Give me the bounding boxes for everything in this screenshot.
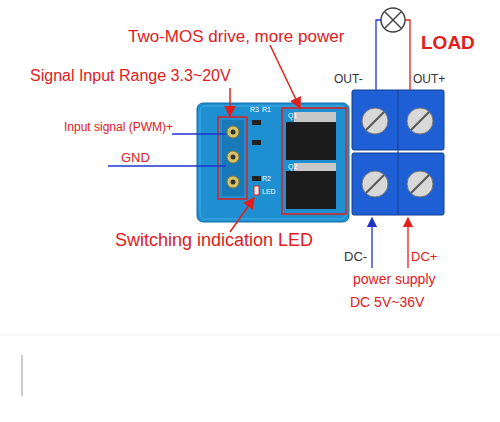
cursor-line [22,355,23,396]
supply-voltage: DC 5V~36V [350,295,424,309]
pin-area [222,120,244,196]
terminal-name: OUT- [334,73,363,85]
pin-name: Input signal (PWM)+ [64,121,173,133]
load-wire [405,20,410,90]
callout-arrow [230,198,254,232]
terminal-screw [362,108,388,134]
mosfet-body [286,171,336,209]
resistor-part [252,176,261,181]
supply-arrow [371,218,372,268]
input-range-callout: Signal Input Range 3.3~20V [30,68,231,84]
pin-hole [227,151,239,163]
pcb-board [197,103,349,222]
part-name: Q2 [288,163,297,170]
callout-arrow [270,45,300,108]
mosfet-highlight [282,108,346,214]
part-name: R1 [262,106,271,113]
pin-highlight [218,117,247,199]
mosfet-body [286,122,336,160]
pcb-edge [200,106,346,219]
feature-callout: Two-MOS drive, more power [128,28,344,45]
terminal-screw [407,171,433,197]
pin-name: GND [121,151,150,164]
resistor-part [252,140,261,145]
load-wire [376,20,381,90]
terminal-screw [362,171,388,197]
leader-line [108,165,226,166]
frame-line [0,335,500,336]
led-callout: Switching indication LED [115,231,313,249]
supply-note: power supply [353,272,436,286]
led-part [254,186,259,195]
lamp-symbol [381,8,405,32]
terminal-name: DC+ [411,250,437,263]
pin-hole [227,126,239,138]
supply-arrow [407,218,408,268]
terminal-screw [407,108,433,134]
pin-hole [227,176,239,188]
terminal-name: DC- [344,250,367,263]
callout-arrow [229,88,231,116]
resistor-part [252,120,261,125]
part-name: Q1 [288,112,297,119]
part-name: LED [262,188,276,195]
leader-line [172,133,226,134]
part-name: R3 [250,106,259,113]
part-name: R2 [262,175,271,182]
load-label: LOAD [421,33,475,52]
terminal-name: OUT+ [413,73,445,85]
